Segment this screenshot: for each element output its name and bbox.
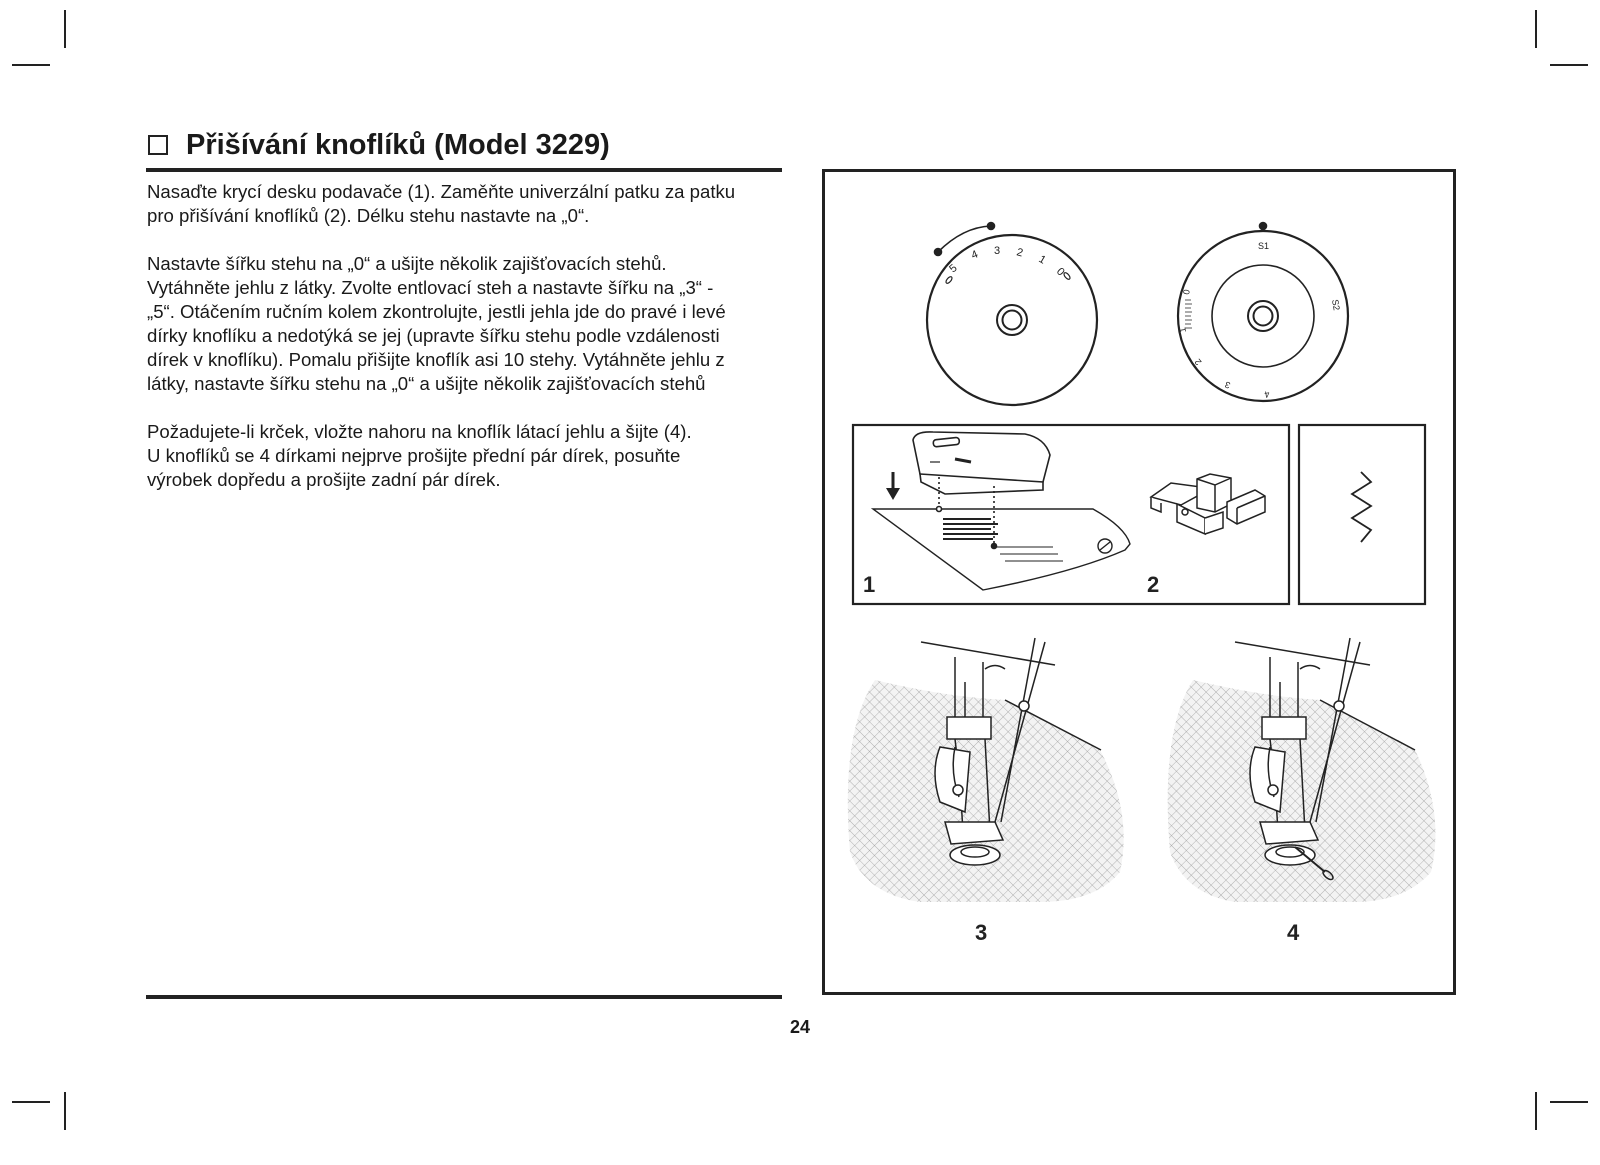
dial-mark-label: 3 <box>1224 379 1232 390</box>
fine-scale-ticks <box>1185 299 1192 329</box>
indicator-dot <box>933 247 943 257</box>
text-line: „5“. Otáčením ručním kolem zkontrolujte,… <box>147 301 726 322</box>
panel-sewing-button-shank-4: 4 <box>1167 637 1436 945</box>
dial-hub <box>996 304 1028 336</box>
panel-label-3: 3 <box>975 920 987 945</box>
text-line: U knoflíků se 4 dírkami nejprve prošijte… <box>147 445 681 466</box>
dial-oval-mark <box>1063 272 1071 280</box>
crop-mark <box>1535 1092 1537 1130</box>
panel-zigzag-stitch <box>1297 423 1427 606</box>
dial-hub-inner <box>1001 309 1023 331</box>
crop-mark <box>1550 1101 1588 1103</box>
text-line: dírky knoflíku a nedotýká se jej (upravt… <box>147 325 720 346</box>
indicator-dot <box>1258 221 1268 231</box>
indicator-dot <box>986 221 996 231</box>
dial-hub-inner <box>1252 305 1274 327</box>
length-dial-marks: S1 S2 0 1 2 3 4 <box>1177 241 1342 400</box>
checkbox-square-icon <box>148 135 168 155</box>
paragraph: Požadujete-li krček, vložte nahoru na kn… <box>147 420 787 492</box>
dial-mark-label: 3 <box>994 245 1000 257</box>
dial-mark-label: S2 <box>1330 299 1342 312</box>
needle-plate-illustration <box>870 508 1131 591</box>
text-line: pro přišívání knoflíků (2). Délku stehu … <box>147 205 590 226</box>
stitch-width-dial <box>925 221 1099 407</box>
text-line: látky, nastavte šířku stehu na „0“ a uši… <box>147 373 706 394</box>
text-line: Vytáhněte jehlu z látky. Zvolte entlovac… <box>147 277 714 298</box>
dial-oval-mark <box>945 276 953 284</box>
panel-sewing-button-3: 3 <box>847 637 1124 945</box>
dial-mark-label: 5 <box>947 262 959 275</box>
dial-mark-label: 1 <box>1037 253 1048 266</box>
paragraph: Nastavte šířku stehu na „0“ a ušijte něk… <box>147 252 787 396</box>
dial-hub <box>1247 300 1279 332</box>
dial-inner-ring <box>1211 264 1315 368</box>
dial-circle <box>925 233 1099 407</box>
stitch-length-dial <box>1176 221 1350 403</box>
crop-mark <box>64 10 66 48</box>
footer-rule <box>146 995 782 999</box>
zigzag-stitch-icon <box>1350 471 1373 543</box>
crop-mark <box>64 1092 66 1130</box>
page-number: 24 <box>790 1017 811 1037</box>
instructions-text: Nasaďte krycí desku podavače (1). Zaměňt… <box>147 180 787 516</box>
illustration-svg: 5 4 3 2 1 0 S1 S2 0 1 2 3 4 <box>847 221 1436 945</box>
dial-arc <box>937 225 992 253</box>
dial-mark-label: 4 <box>970 248 980 261</box>
panel-label-2: 2 <box>1147 572 1159 597</box>
dial-mark-label: 2 <box>1193 357 1204 367</box>
feed-dog-cover-plate <box>912 431 1051 550</box>
paragraph: Nasaďte krycí desku podavače (1). Zaměňt… <box>147 180 787 228</box>
text-line: Nasaďte krycí desku podavače (1). Zaměňt… <box>147 181 736 202</box>
crop-mark <box>12 64 50 66</box>
text-line: výrobek dopředu a prošijte zadní pár dír… <box>147 469 501 490</box>
section-heading: Přišívání knoflíků (Model 3229) <box>148 128 610 162</box>
crop-mark <box>1535 10 1537 48</box>
dial-mark-label: S1 <box>1258 241 1269 251</box>
crop-mark <box>12 1101 50 1103</box>
illustration-frame: 5 4 3 2 1 0 S1 S2 0 1 2 3 4 <box>822 169 1456 995</box>
heading-rule <box>146 168 782 172</box>
panel-label-1: 1 <box>863 572 875 597</box>
text-line: dírek v knoflíku). Pomalu přišijte knofl… <box>147 349 725 370</box>
text-line: Nastavte šířku stehu na „0“ a ušijte něk… <box>147 253 667 274</box>
panel-label-4: 4 <box>1287 920 1300 945</box>
section-title: Přišívání knoflíků (Model 3229) <box>186 129 610 161</box>
dial-circle <box>1176 229 1350 403</box>
text-line: Požadujete-li krček, vložte nahoru na kn… <box>147 421 692 442</box>
dial-mark-label: 0 <box>1181 289 1192 296</box>
button-sewing-foot-illustration <box>1149 473 1266 536</box>
crop-mark <box>1550 64 1588 66</box>
down-arrow-icon <box>886 472 900 500</box>
dial-mark-label: 2 <box>1015 246 1024 259</box>
panel-feed-cover <box>851 423 1291 606</box>
dial-mark-label: 4 <box>1264 389 1271 400</box>
dial-mark-label: 1 <box>1177 327 1188 334</box>
